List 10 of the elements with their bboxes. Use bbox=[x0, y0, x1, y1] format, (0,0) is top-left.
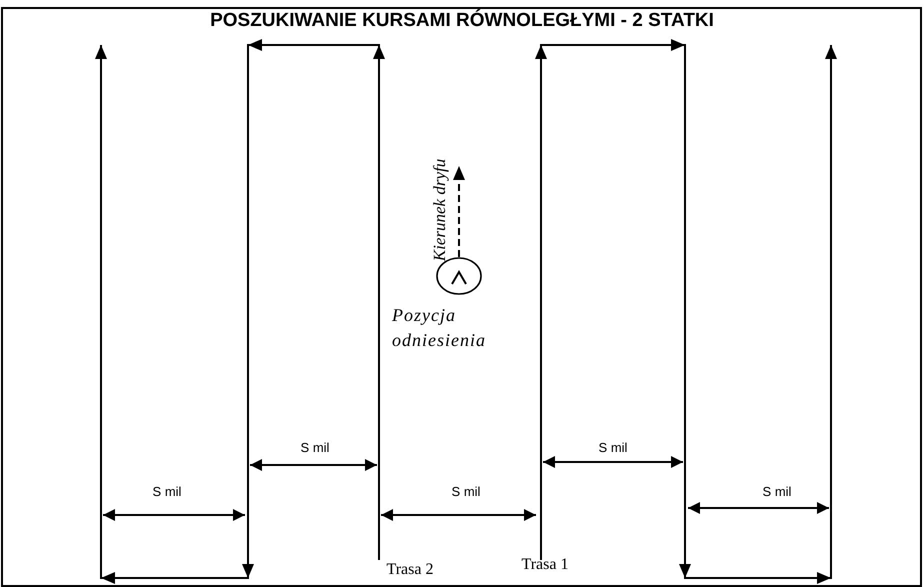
track-label: Trasa 2 bbox=[386, 561, 434, 579]
dimension-label: S mil bbox=[450, 484, 482, 499]
title: POSZUKIWANIE KURSAMI RÓWNOLEGŁYMI - 2 STATKI bbox=[209, 10, 715, 32]
track-label: Trasa 1 bbox=[520, 556, 570, 574]
dimension-label: S mil bbox=[152, 484, 182, 499]
dimension-label: S mil bbox=[300, 440, 330, 455]
direction-label: Kierunek dryfu bbox=[430, 158, 450, 264]
position-label: Pozycja odniesienia bbox=[392, 304, 487, 352]
dimension-label: S mil bbox=[598, 440, 628, 455]
dimension-label: S mil bbox=[762, 484, 792, 499]
